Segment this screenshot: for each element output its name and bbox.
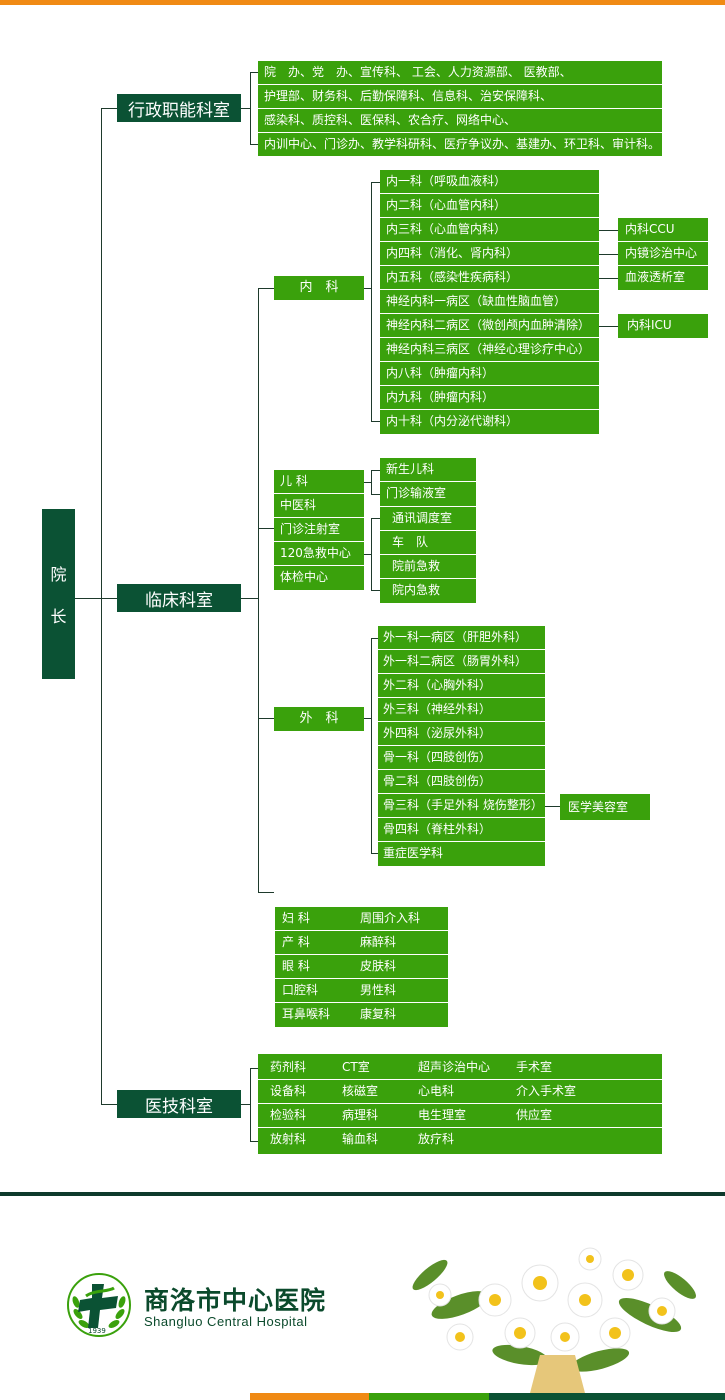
internal-sub-ccu: 内科CCU [618,218,708,242]
surgery-item: 外一科一病区（肝胆外科） [378,626,545,650]
medtech-dept: 设备科 [270,1084,307,1098]
internal-item: 内十科（内分泌代谢科） [380,410,599,434]
internal-sub-icu: 内科ICU [618,314,708,338]
internal-sub-endoscopy: 内镜诊治中心 [618,242,708,266]
admin-departments-box: 院 办、党 办、宣传科、 工会、人力资源部、 医教部、 护理部、财务科、后勤保障… [258,61,662,156]
medtech-dept: 药剂科 [270,1060,307,1074]
hospital-name-en: Shangluo Central Hospital [144,1314,308,1329]
internal-item: 内四科（消化、肾内科） [380,242,599,266]
surgery-list: 外一科一病区（肝胆外科） 外一科二病区（肠胃外科） 外二科（心胸外科） 外三科（… [378,626,545,866]
other-dept: 眼 科 [282,959,310,973]
surgery-item: 骨二科（四肢创伤） [378,770,545,794]
mid-item-emergency: 120急救中心 [274,542,364,566]
surgery-sub-cosmetic: 医学美容室 [560,794,650,820]
node-admin-label: 行政职能科室 [128,100,230,121]
cross-logo-icon [67,1273,131,1337]
emergency-sub-inhospital: 院内急救 [380,579,476,603]
other-dept: 耳鼻喉科 [282,1007,331,1021]
other-dept: 皮肤科 [360,959,397,973]
node-surgery-label: 外 科 [299,711,339,726]
node-admin: 行政职能科室 [117,94,241,122]
surgery-item: 骨三科（手足外科 烧伤整形） [378,794,545,818]
root-node-president: 院 长 [42,509,75,679]
medtech-dept: 病理科 [342,1108,379,1122]
internal-item: 内九科（肿瘤内科） [380,386,599,410]
internal-item: 内八科（肿瘤内科） [380,362,599,386]
medtech-dept: 放疗科 [418,1132,455,1146]
hospital-name-cn: 商洛市中心医院 [144,1286,327,1315]
medtech-dept: 电生理室 [418,1108,467,1122]
other-dept: 周围介入科 [360,911,421,925]
logo-year: 1939 [88,1327,106,1335]
other-dept: 男性科 [360,983,397,997]
node-surgery: 外 科 [274,707,364,731]
internal-item: 神经内科二病区（微创颅内血肿清除） [380,314,599,338]
pediatrics-sub-neonatal: 新生儿科 [380,458,476,482]
footer-divider [0,1192,725,1196]
medtech-dept: 超声诊治中心 [418,1060,491,1074]
node-clinical-label: 临床科室 [145,590,213,611]
admin-row-3: 感染科、质控科、医保科、农合疗、网络中心、 [264,113,517,127]
emergency-sub-dispatch: 通讯调度室 [380,507,476,531]
medtech-dept: 放射科 [270,1132,307,1146]
internal-list: 内一科（呼吸血液科） 内二科（心血管内科） 内三科（心血管内科） 内四科（消化、… [380,170,599,434]
other-dept: 麻醉科 [360,935,397,949]
internal-item: 内一科（呼吸血液科） [380,170,599,194]
medtech-dept: CT室 [342,1060,370,1074]
surgery-item: 骨四科（脊柱外科） [378,818,545,842]
medtech-departments-grid: 药剂科 CT室 超声诊治中心 手术室 设备科 核磁室 心电科 介入手术室 检验科… [258,1054,662,1154]
bottom-bar-dark [489,1393,725,1400]
top-accent-bar [0,0,725,5]
node-internal-label: 内 科 [299,280,339,295]
internal-item: 内三科（心血管内科） [380,218,599,242]
internal-item: 神经内科一病区（缺血性脑血管） [380,290,599,314]
emergency-sub-prehospital: 院前急救 [380,555,476,579]
bottom-bar-orange [250,1393,369,1400]
surgery-item: 外四科（泌尿外科） [378,722,545,746]
mid-item-pediatrics: 儿 科 [274,470,364,494]
mid-item-tcm: 中医科 [274,494,364,518]
pediatrics-sub-infusion: 门诊输液室 [380,482,476,506]
surgery-item: 骨一科（四肢创伤） [378,746,545,770]
surgery-item: 外一科二病区（肠胃外科） [378,650,545,674]
node-medtech: 医技科室 [117,1090,241,1118]
surgery-item: 外二科（心胸外科） [378,674,545,698]
other-dept: 妇 科 [282,911,310,925]
emergency-sub-fleet: 车 队 [380,531,476,555]
mid-item-injection: 门诊注射室 [274,518,364,542]
flower-decoration [400,1245,710,1393]
medtech-dept: 输血科 [342,1132,379,1146]
daisy-bouquet-icon [412,1247,696,1393]
medtech-dept: 介入手术室 [516,1084,577,1098]
mid-item-checkup: 体检中心 [274,566,364,590]
surgery-item: 重症医学科 [378,842,545,866]
node-internal-medicine: 内 科 [274,276,364,300]
medtech-dept: 手术室 [516,1060,553,1074]
medtech-dept: 供应室 [516,1108,553,1122]
root-char-2: 长 [50,607,67,626]
admin-row-2: 护理部、财务科、后勤保障科、信息科、治安保障科、 [264,89,553,103]
surgery-item: 外三科（神经外科） [378,698,545,722]
root-char-1: 院 [50,565,67,584]
internal-item: 神经内科三病区（神经心理诊疗中心） [380,338,599,362]
internal-item: 内五科（感染性疾病科） [380,266,599,290]
bottom-bar-green [369,1393,489,1400]
hospital-logo: 1939 [64,1270,134,1340]
admin-row-4: 内训中心、门诊办、教学科研科、医疗争议办、基建办、环卫科、审计科。 [264,137,661,151]
medtech-dept: 检验科 [270,1108,307,1122]
node-clinical: 临床科室 [117,584,241,612]
medtech-dept: 核磁室 [342,1084,379,1098]
internal-item: 内二科（心血管内科） [380,194,599,218]
node-medtech-label: 医技科室 [145,1096,213,1117]
medtech-dept: 心电科 [418,1084,455,1098]
other-dept: 产 科 [282,935,310,949]
admin-row-1: 院 办、党 办、宣传科、 工会、人力资源部、 医教部、 [264,65,572,79]
other-dept: 口腔科 [282,983,319,997]
other-dept: 康复科 [360,1007,397,1021]
other-departments-grid: 妇 科 周围介入科 产 科 麻醉科 眼 科 皮肤科 口腔科 男性科 耳鼻喉科 康… [275,907,448,1027]
internal-sub-dialysis: 血液透析室 [618,266,708,290]
